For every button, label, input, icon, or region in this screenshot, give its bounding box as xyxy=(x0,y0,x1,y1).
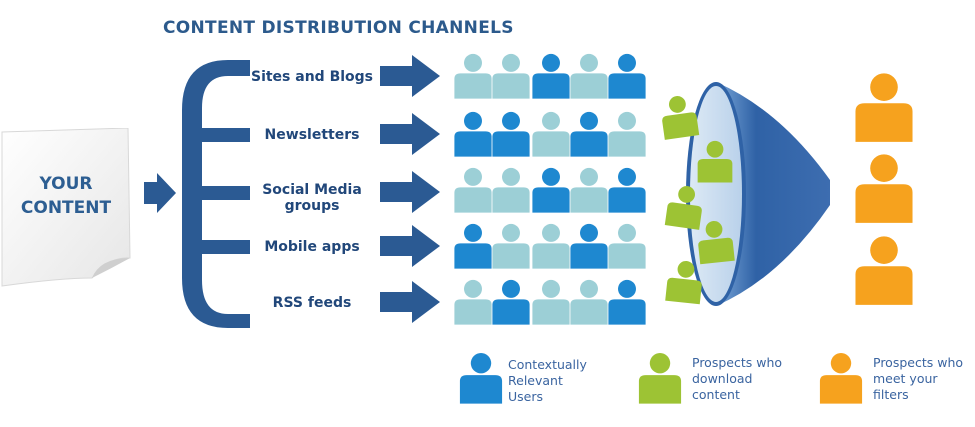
user-icon xyxy=(454,167,492,213)
channel-arrow xyxy=(380,113,440,155)
channel-label-newsletters: Newsletters xyxy=(264,127,360,143)
channel-label-social: Social Media groups xyxy=(262,182,362,214)
prospect-filter-icon xyxy=(855,236,913,305)
relevant-user-icon xyxy=(570,111,608,157)
relevant-user-icon xyxy=(608,279,646,325)
relevant-user-icon xyxy=(608,53,646,99)
user-icon xyxy=(492,223,530,269)
user-icon xyxy=(454,53,492,99)
channel-label-mobile: Mobile apps xyxy=(264,239,360,255)
prospect-filter-icon xyxy=(855,154,913,223)
funnel-icon xyxy=(686,82,830,306)
relevant-user-icon xyxy=(492,279,530,325)
legend-download-label: Prospects who download content xyxy=(692,355,783,402)
user-icon xyxy=(454,279,492,325)
legend-filters-label: Prospects who meet your filters xyxy=(873,355,964,402)
user-icon xyxy=(532,223,570,269)
prospect-filter-icon xyxy=(855,73,913,142)
channel-arrow xyxy=(380,225,440,267)
input-arrow xyxy=(144,173,176,213)
relevant-user-icon xyxy=(454,223,492,269)
user-icon xyxy=(570,279,608,325)
relevant-user-icon xyxy=(454,111,492,157)
content-label: YOUR CONTENT xyxy=(20,174,112,218)
user-icon xyxy=(608,223,646,269)
relevant-user-icon xyxy=(532,53,570,99)
channel-label-rss: RSS feeds xyxy=(272,295,352,311)
user-icon xyxy=(570,167,608,213)
channel-bracket xyxy=(182,60,250,328)
legend-filter-icon xyxy=(819,353,863,404)
relevant-user-icon xyxy=(492,111,530,157)
channel-arrow xyxy=(380,281,440,323)
prospect-download-icon xyxy=(698,220,735,265)
user-icon xyxy=(532,279,570,325)
content-document-icon xyxy=(1,128,131,287)
prospect-filter-group xyxy=(855,73,913,305)
relevant-user-icon xyxy=(608,167,646,213)
prospect-download-icon xyxy=(662,96,700,140)
relevant-user-icon xyxy=(570,223,608,269)
legend-relevant-icon xyxy=(459,353,503,404)
channel-label-sites: Sites and Blogs xyxy=(250,69,374,85)
user-grid xyxy=(454,53,646,325)
legend-relevant-label: Contextually Relevant Users xyxy=(508,357,587,404)
user-icon xyxy=(570,53,608,99)
user-icon xyxy=(532,111,570,157)
channel-arrow xyxy=(380,171,440,213)
prospect-download-icon xyxy=(697,140,733,183)
relevant-user-icon xyxy=(532,167,570,213)
prospect-download-group xyxy=(662,96,735,305)
prospect-download-icon xyxy=(664,186,702,230)
user-icon xyxy=(492,167,530,213)
diagram-title: CONTENT DISTRIBUTION CHANNELS xyxy=(163,18,514,38)
legend-icons xyxy=(459,353,863,404)
prospect-download-icon xyxy=(665,260,702,305)
user-icon xyxy=(608,111,646,157)
legend-download-icon xyxy=(638,353,682,404)
user-icon xyxy=(492,53,530,99)
channel-arrows xyxy=(380,55,440,323)
channel-arrow xyxy=(380,55,440,97)
